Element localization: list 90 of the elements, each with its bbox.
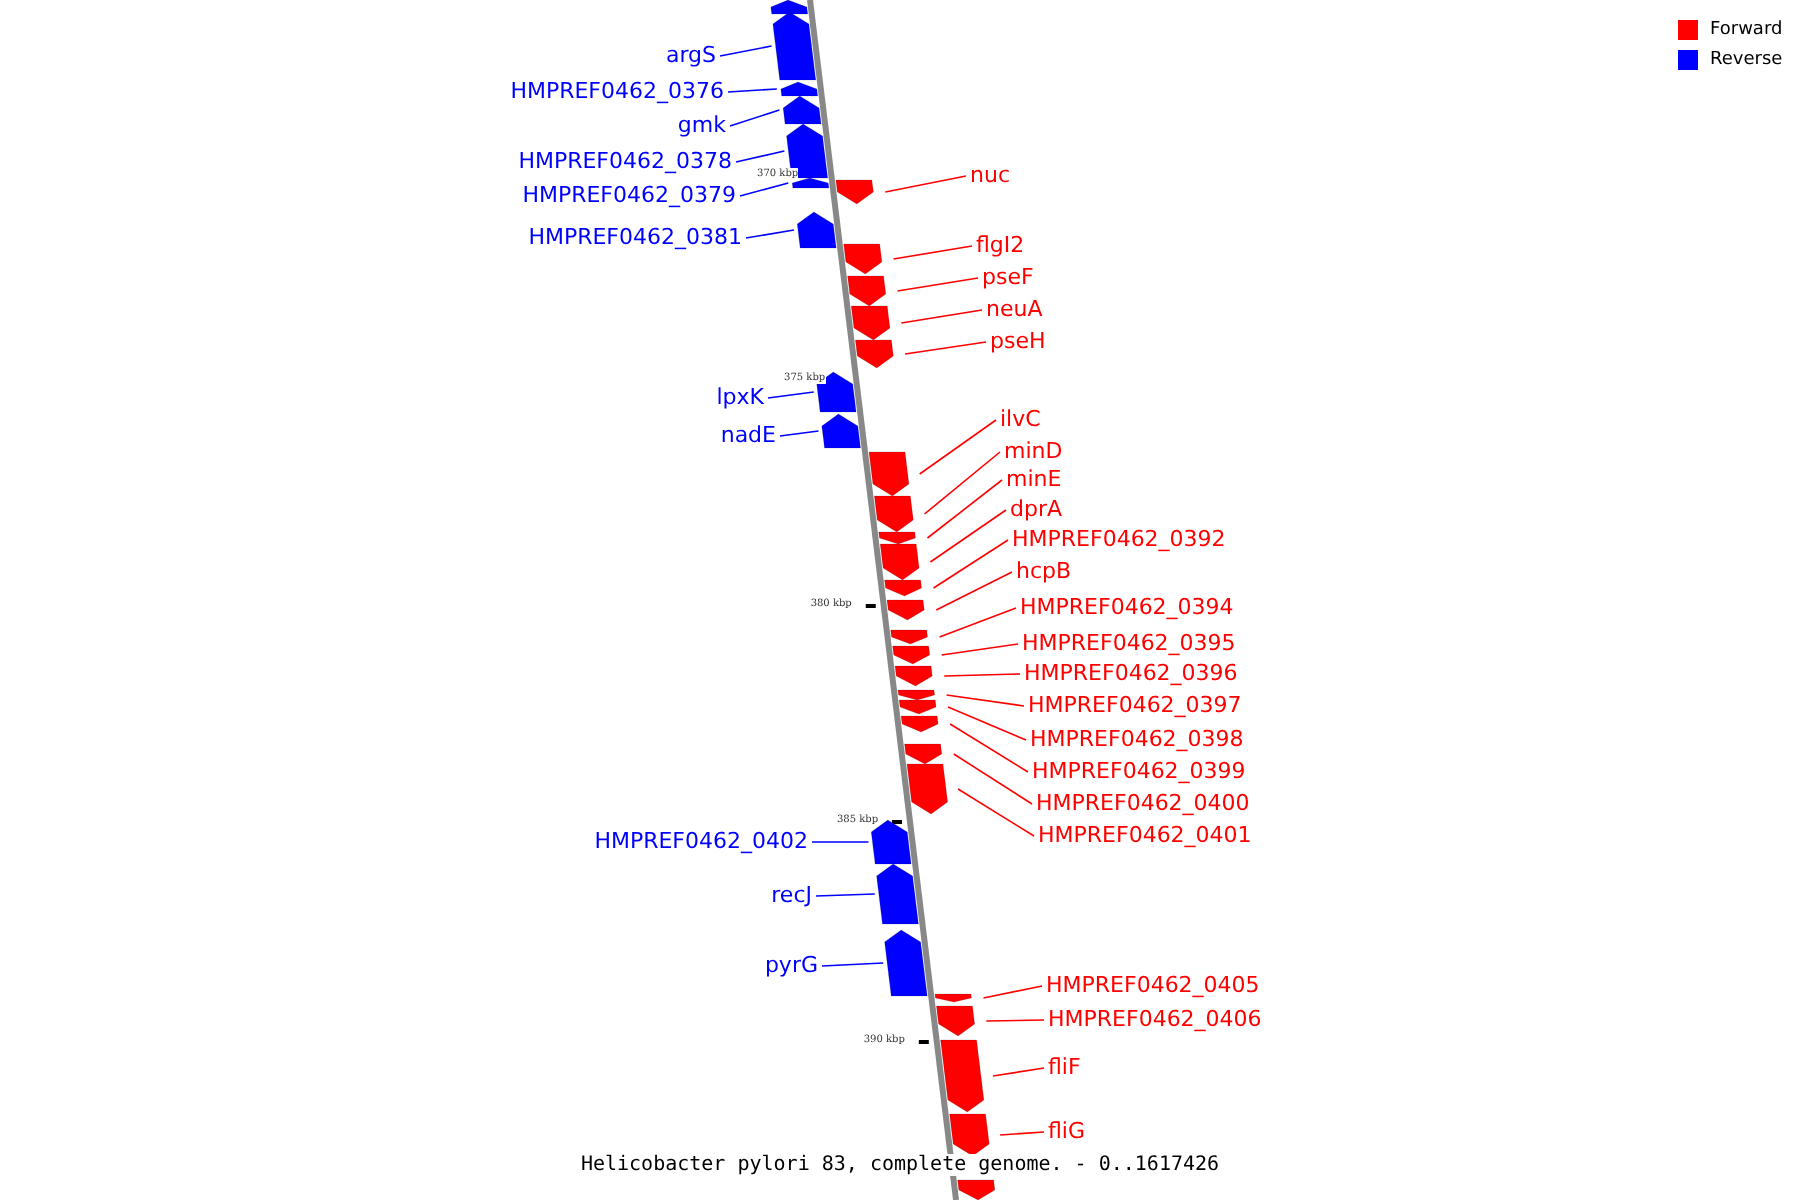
- gene-label: pyrG: [764, 952, 818, 978]
- leader-line: [735, 150, 786, 163]
- leader-line: [943, 673, 1021, 677]
- leader-line: [739, 182, 790, 197]
- gene-block: [892, 645, 931, 665]
- gene-label: HMPREF0462_0406: [1048, 1006, 1262, 1032]
- gene-block: [897, 689, 936, 701]
- gene-label: fliG: [1048, 1118, 1086, 1144]
- leader-line: [767, 391, 815, 399]
- gene-label: HMPREF0462_0376: [510, 78, 724, 104]
- gene-label: fliF: [1048, 1054, 1081, 1080]
- gene-label: HMPREF0462_0400: [1036, 790, 1250, 816]
- leader-line: [992, 1067, 1045, 1077]
- leader-line: [957, 788, 1035, 837]
- gene-block: [868, 451, 910, 497]
- gene-label: HMPREF0462_0378: [518, 148, 732, 174]
- gene-label: HMPREF0462_0402: [594, 828, 808, 854]
- gene-label: lpxK: [716, 384, 764, 410]
- leader-line: [727, 88, 778, 93]
- leader-line: [904, 341, 987, 355]
- gene-label: HMPREF0462_0395: [1022, 630, 1236, 656]
- gene-block: [770, 0, 809, 15]
- leader-line: [940, 643, 1019, 656]
- gene-block: [847, 275, 887, 307]
- gene-label: flgI2: [976, 232, 1025, 258]
- gene-block: [900, 715, 939, 733]
- gene-label: gmk: [677, 112, 726, 138]
- gene-label: HMPREF0462_0405: [1046, 972, 1260, 998]
- leader-line: [932, 539, 1009, 589]
- gene-block: [796, 211, 837, 249]
- leader-line: [896, 277, 979, 292]
- leader-line: [938, 607, 1017, 638]
- legend-label: Reverse: [1710, 50, 1783, 72]
- gene-label: HMPREF0462_0397: [1028, 692, 1242, 718]
- leader-line: [900, 309, 983, 324]
- gene-label: HMPREF0462_0399: [1032, 758, 1246, 784]
- gene-label: minE: [1006, 466, 1062, 492]
- gene-label: dprA: [1010, 496, 1063, 522]
- gene-label: neuA: [986, 296, 1043, 322]
- gene-block: [850, 305, 891, 341]
- gene-label: hcpB: [1016, 558, 1072, 584]
- leader-line: [815, 893, 876, 897]
- gene-block: [890, 629, 928, 645]
- gene-label: recJ: [771, 882, 812, 908]
- leader-line: [923, 451, 1001, 515]
- gene-block: [876, 863, 919, 925]
- gene-block: [843, 243, 883, 275]
- gene-label: minD: [1004, 438, 1063, 464]
- gene-label: nadE: [720, 422, 776, 448]
- leader-line: [884, 175, 967, 193]
- leader-line: [779, 430, 820, 437]
- leader-line: [999, 1131, 1045, 1136]
- leader-line: [949, 723, 1029, 773]
- gene-label: nuc: [970, 162, 1010, 188]
- gene-label: argS: [665, 42, 716, 68]
- gene-block: [894, 665, 933, 687]
- leader-line: [745, 229, 795, 239]
- leader-line: [926, 479, 1003, 539]
- legend-label: Forward: [1710, 20, 1783, 42]
- gene-label: HMPREF0462_0379: [522, 182, 736, 208]
- leader-line: [811, 841, 870, 843]
- leader-line: [935, 571, 1013, 611]
- gene-label: ilvC: [1000, 406, 1041, 432]
- gene-block: [835, 179, 874, 205]
- leader-line: [918, 419, 997, 475]
- gene-block: [886, 599, 925, 621]
- gene-label: HMPREF0462_0392: [1012, 526, 1226, 552]
- gene-label: pseF: [982, 264, 1034, 290]
- gene-label: HMPREF0462_0398: [1030, 726, 1244, 752]
- gene-label: HMPREF0462_0396: [1024, 660, 1238, 686]
- gene-label: HMPREF0462_0401: [1038, 822, 1252, 848]
- leader-line: [985, 1019, 1045, 1022]
- gene-label: HMPREF0462_0394: [1020, 594, 1234, 620]
- leader-line: [892, 245, 973, 260]
- leader-line: [719, 45, 773, 57]
- gene-block: [854, 339, 894, 369]
- leader-line: [729, 109, 781, 127]
- leader-line: [982, 985, 1043, 999]
- leader-line: [821, 962, 884, 967]
- leader-line: [947, 706, 1027, 741]
- caption: Helicobacter pylori 83, complete genome. - 0..1617426: [580, 1154, 1220, 1176]
- gene-block: [949, 1113, 990, 1157]
- leader-line: [952, 753, 1033, 805]
- gene-label: HMPREF0462_0381: [528, 224, 742, 250]
- gene-block: [898, 699, 937, 715]
- gene-block: [821, 413, 861, 449]
- gene-label: pseH: [990, 328, 1046, 354]
- leader-line: [945, 694, 1025, 707]
- gene-block: [884, 929, 928, 997]
- leader-line: [929, 509, 1007, 563]
